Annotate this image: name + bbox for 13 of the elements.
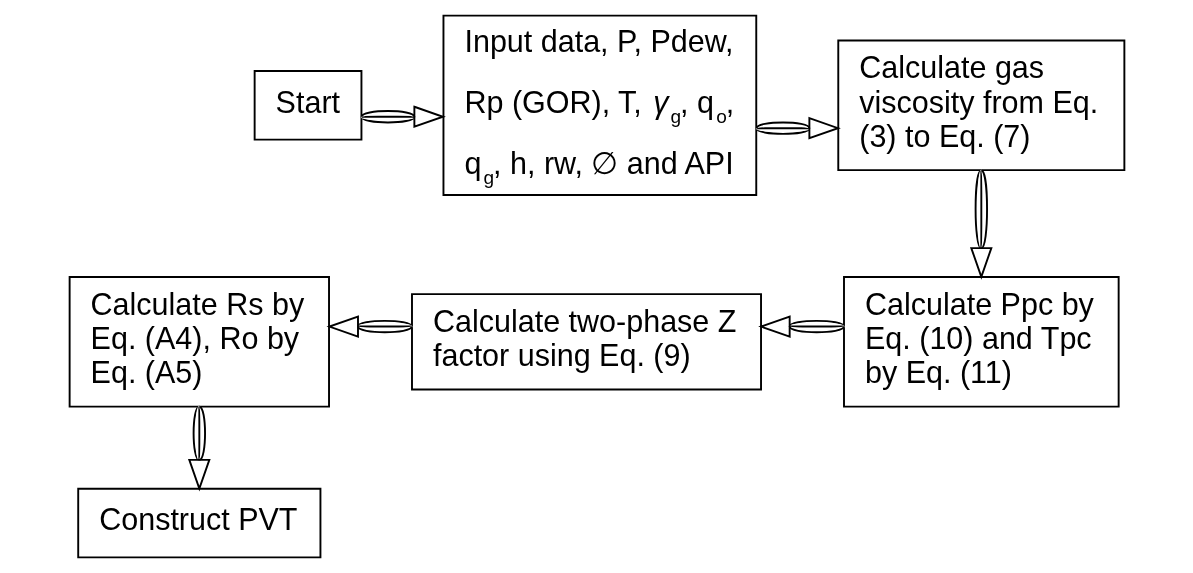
node-box: Calculate gas viscosity from Eq. (3) to Eq. (7) (836, 39, 1125, 172)
node-box: Input data, P, Pdew, Rp (GOR), T, γ$_{g}$, q$_{o}$, q$_{g}$, h, rw, ∅ and API (442, 14, 757, 196)
arrow (360, 105, 446, 129)
node-box: Calculate Ppc by Eq. (10) and Tpc by Eq. (11) (842, 276, 1120, 408)
node-box: Construct PVT (76, 487, 321, 559)
node-box: Start (253, 70, 362, 141)
arrow (187, 405, 211, 492)
arrow (757, 315, 845, 338)
arrow (326, 315, 413, 338)
arrow (969, 169, 993, 280)
node-box: Calculate Rs by Eq. (A4), Ro by Eq. (A5) (68, 276, 330, 408)
node-box: Calculate two-phase Z factor using Eq. (9) (410, 293, 762, 391)
arrow (755, 116, 841, 140)
